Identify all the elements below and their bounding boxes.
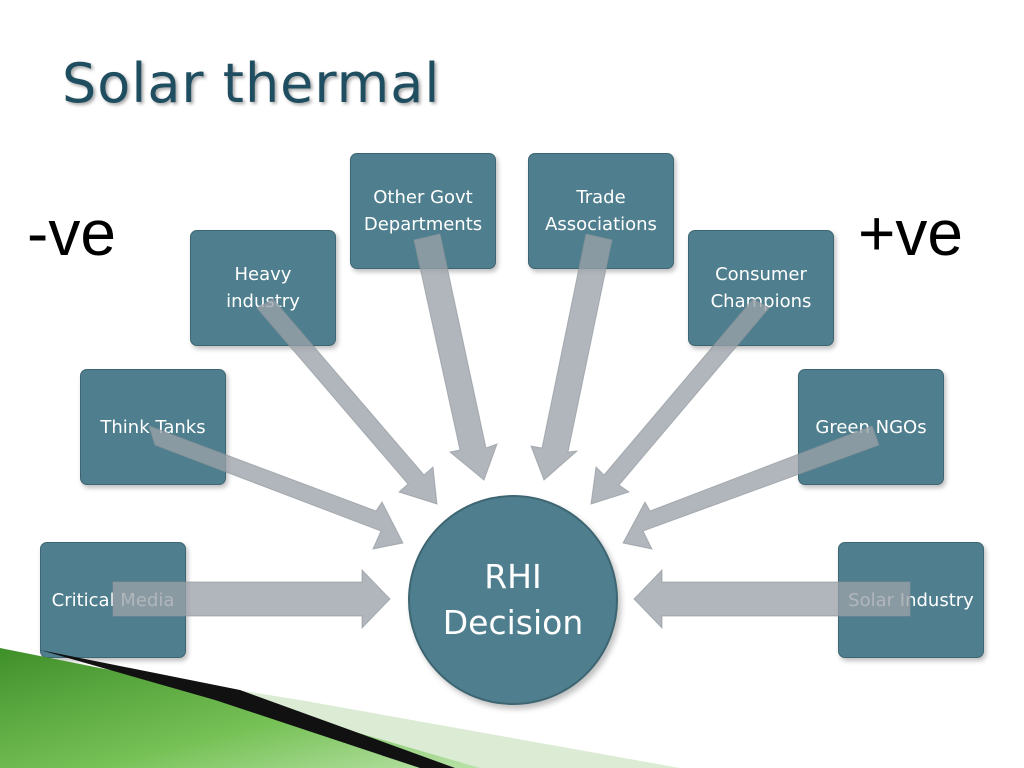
positive-label: +ve bbox=[858, 197, 963, 269]
negative-label: -ve bbox=[27, 197, 116, 269]
center-decision: RHI Decision bbox=[408, 495, 618, 705]
deco-black-stripe bbox=[40, 650, 455, 768]
center-label: RHI Decision bbox=[442, 557, 584, 642]
box-label: Trade Associations bbox=[545, 187, 657, 235]
box-label: Other Govt Departments bbox=[363, 187, 483, 235]
slide-title: Solar thermal bbox=[62, 52, 441, 115]
